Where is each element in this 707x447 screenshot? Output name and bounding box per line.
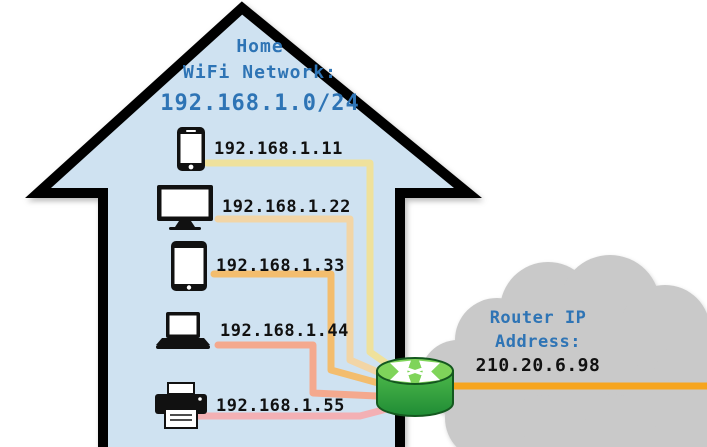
- device-ip-label: 192.168.1.11: [214, 139, 343, 159]
- cable-laptop: [214, 341, 402, 401]
- router-ip-label-line2: Address:: [495, 332, 581, 352]
- cloud-blob: [420, 255, 707, 447]
- router-arrows: [389, 360, 441, 383]
- device-row-desktop: 192.168.1.22: [156, 184, 351, 230]
- title-line-wifi: WiFi Network:: [183, 62, 337, 83]
- device-ip-label: 192.168.1.44: [220, 321, 349, 341]
- tablet-icon: [170, 240, 208, 292]
- laptop-icon: [154, 312, 212, 350]
- router-public-ip: 210.20.6.98: [475, 355, 601, 376]
- device-row-tablet: 192.168.1.33: [170, 240, 345, 292]
- router-ip-label-line1: Router IP: [489, 308, 587, 328]
- router-shape: [376, 357, 454, 417]
- subnet-label: 192.168.1.0/24: [160, 91, 360, 116]
- cable-tablet: [210, 270, 408, 394]
- device-row-laptop: 192.168.1.44: [154, 312, 349, 350]
- house-outline: [25, 1, 483, 447]
- device-row-printer: 192.168.1.55: [154, 382, 345, 430]
- title-line-home: Home: [236, 36, 284, 57]
- device-row-smartphone: 192.168.1.11: [176, 126, 343, 172]
- device-ip-label: 192.168.1.55: [216, 396, 345, 416]
- network-title: Home WiFi Network: 192.168.1.0/24: [110, 34, 410, 118]
- router-ip-block: Router IP Address: 210.20.6.98: [458, 306, 618, 378]
- desktop-icon: [156, 184, 214, 230]
- device-ip-label: 192.168.1.22: [222, 197, 351, 217]
- device-ip-label: 192.168.1.33: [216, 256, 345, 276]
- printer-icon: [154, 382, 208, 430]
- smartphone-icon: [176, 126, 206, 172]
